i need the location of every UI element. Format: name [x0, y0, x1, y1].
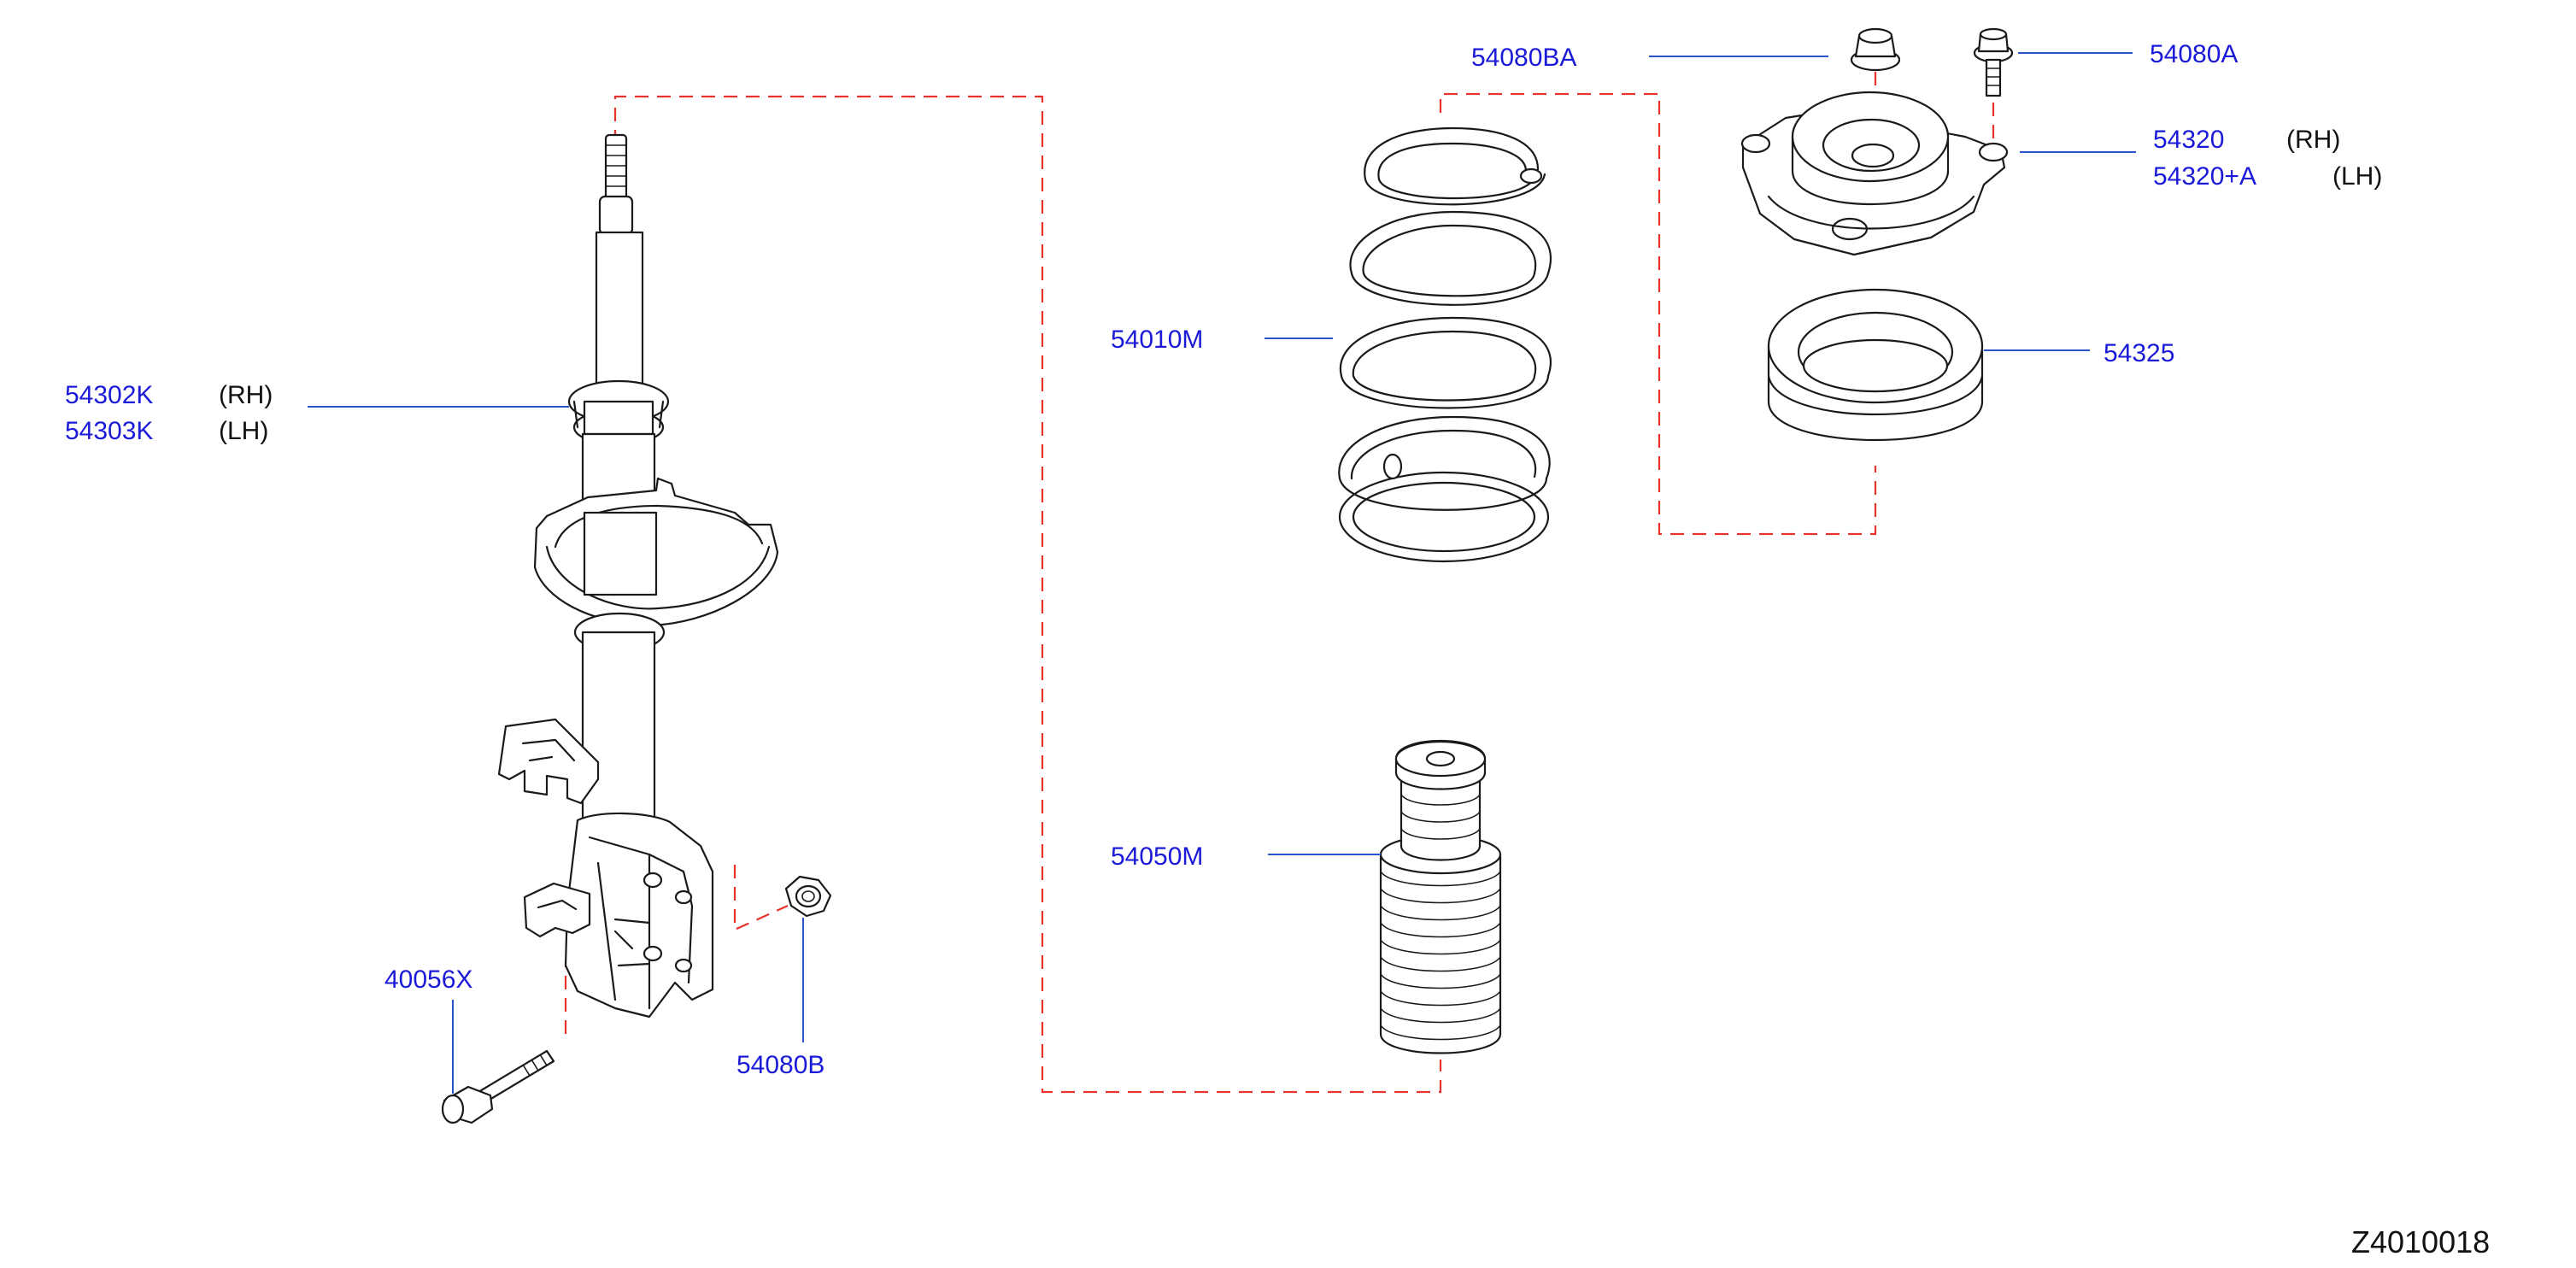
callout-spring: 54010M: [1111, 326, 1203, 354]
mounting-bolt: [441, 1049, 555, 1124]
callout-mount-lh-part: 54320+A: [2153, 162, 2256, 191]
leader-lines: [308, 52, 2136, 1094]
diagram-code: Z4010018: [2351, 1224, 2490, 1259]
strut-assembly: [497, 133, 779, 1019]
callout-strut-lh-part: 54303K: [65, 417, 153, 445]
callout-top-bolt: 54080A: [2150, 40, 2238, 68]
callout-bearing: 54325: [2104, 339, 2174, 367]
strut-mount: [1740, 91, 2009, 256]
callout-bolt: 40056X: [384, 966, 472, 994]
strut-bearing: [1767, 288, 1984, 442]
callout-mount-rh-part: 54320: [2153, 126, 2224, 154]
callout-mount-rh-side: (RH): [2286, 126, 2340, 154]
top-flange-nut: [1850, 27, 1901, 72]
coil-spring: [1338, 126, 1552, 563]
callout-strut-rh-side: (RH): [219, 381, 273, 409]
callout-lower-nut: 54080B: [736, 1051, 824, 1079]
callout-bump-stop: 54050M: [1111, 842, 1203, 871]
callout-labels: 54302K (RH) 54303K (LH) 40056X 54080B 54…: [65, 40, 2382, 1079]
callout-strut-lh-side: (LH): [219, 417, 268, 445]
callout-top-nut: 54080BA: [1471, 44, 1576, 72]
bump-stop-boot: [1379, 740, 1502, 1054]
callout-mount-lh-side: (LH): [2332, 162, 2382, 191]
callout-strut-rh-part: 54302K: [65, 381, 153, 409]
top-bolt: [1973, 27, 2014, 97]
lower-flange-nut: [784, 875, 832, 918]
